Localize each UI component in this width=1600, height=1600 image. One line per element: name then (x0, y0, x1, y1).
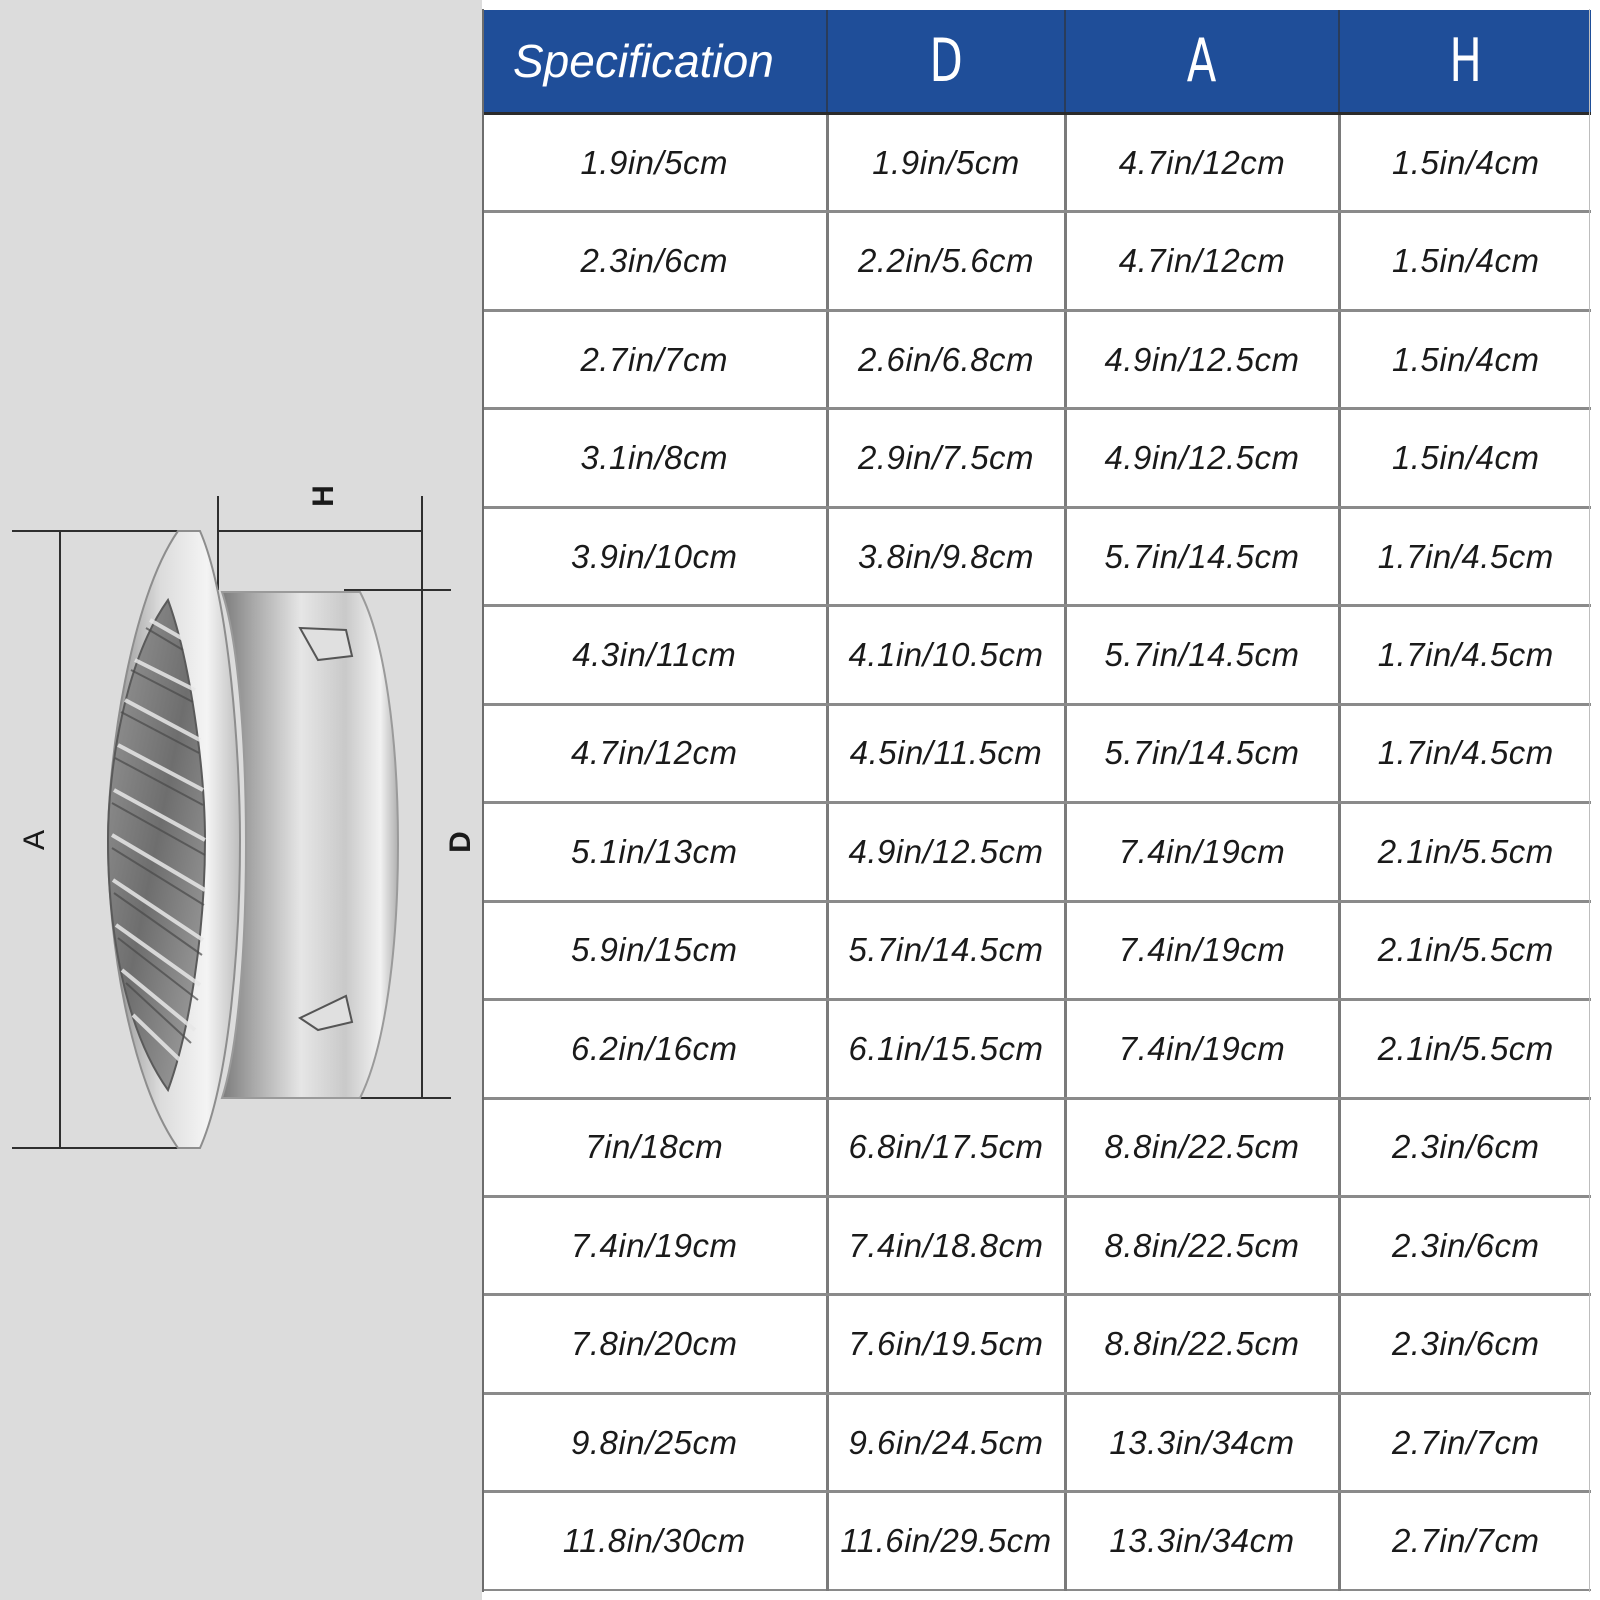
cell-d: 1.9in/5cm (827, 113, 1067, 214)
cell-h: 2.3in/6cm (1339, 1098, 1591, 1198)
cell-a: 4.7in/12cm (1065, 211, 1341, 312)
cell-specification: 5.9in/15cm (483, 901, 829, 1002)
cell-a: 4.7in/12cm (1065, 113, 1341, 214)
cell-specification: 2.3in/6cm (483, 211, 829, 312)
cell-h: 2.1in/5.5cm (1339, 802, 1591, 903)
label-h: H (307, 485, 340, 507)
cell-a: 7.4in/19cm (1065, 999, 1341, 1100)
cell-h: 2.3in/6cm (1339, 1196, 1591, 1297)
cell-d: 4.9in/12.5cm (827, 802, 1067, 903)
cell-h: 1.5in/4cm (1339, 113, 1591, 214)
cell-specification: 6.2in/16cm (483, 999, 829, 1100)
cell-d: 4.5in/11.5cm (827, 704, 1067, 805)
cell-d: 5.7in/14.5cm (827, 901, 1067, 1002)
cell-h: 2.7in/7cm (1339, 1491, 1591, 1592)
cell-d: 6.8in/17.5cm (827, 1098, 1067, 1198)
cell-h: 2.3in/6cm (1339, 1294, 1591, 1395)
cell-a: 8.8in/22.5cm (1065, 1294, 1341, 1395)
cell-a: 4.9in/12.5cm (1065, 310, 1341, 411)
dimension-d-line (344, 589, 451, 1099)
product-diagram-panel: A H D (0, 0, 482, 1600)
cell-h: 1.5in/4cm (1339, 408, 1591, 509)
clip-tab-bottom (297, 994, 354, 1032)
cell-specification: 1.9in/5cm (483, 113, 829, 214)
cell-h: 1.5in/4cm (1339, 310, 1591, 411)
cell-h: 1.7in/4.5cm (1339, 605, 1591, 706)
cell-a: 13.3in/34cm (1065, 1393, 1341, 1494)
cell-d: 2.6in/6.8cm (827, 310, 1067, 411)
cell-d: 4.1in/10.5cm (827, 605, 1067, 706)
vent-cover-diagram: A H D (12, 485, 477, 1149)
cell-a: 5.7in/14.5cm (1065, 507, 1341, 608)
cell-a: 5.7in/14.5cm (1065, 704, 1341, 805)
cell-specification: 2.7in/7cm (483, 310, 829, 411)
header-h: H (1339, 10, 1591, 115)
cell-d: 2.9in/7.5cm (827, 408, 1067, 509)
cell-specification: 7in/18cm (483, 1098, 829, 1198)
cell-a: 8.8in/22.5cm (1065, 1098, 1341, 1198)
header-h-label: H (1449, 26, 1482, 96)
cell-a: 5.7in/14.5cm (1065, 605, 1341, 706)
cell-specification: 3.9in/10cm (483, 507, 829, 608)
cell-specification: 11.8in/30cm (483, 1491, 829, 1592)
cell-d: 3.8in/9.8cm (827, 507, 1067, 608)
cell-specification: 5.1in/13cm (483, 802, 829, 903)
label-d: D (444, 831, 477, 853)
cell-specification: 4.3in/11cm (483, 605, 829, 706)
vent-mesh (106, 597, 207, 1093)
cell-h: 2.1in/5.5cm (1339, 901, 1591, 1002)
dimension-h-line (217, 496, 423, 590)
label-a: A (18, 830, 51, 850)
cell-h: 1.7in/4.5cm (1339, 704, 1591, 805)
cell-specification: 9.8in/25cm (483, 1393, 829, 1494)
cell-specification: 7.8in/20cm (483, 1294, 829, 1395)
cell-d: 2.2in/5.6cm (827, 211, 1067, 312)
cell-h: 1.5in/4cm (1339, 211, 1591, 312)
header-specification: Specification (483, 10, 828, 115)
cell-d: 6.1in/15.5cm (827, 999, 1067, 1100)
cell-specification: 3.1in/8cm (483, 408, 829, 509)
cell-a: 4.9in/12.5cm (1065, 408, 1341, 509)
vent-body (220, 591, 400, 1099)
cell-a: 13.3in/34cm (1065, 1491, 1341, 1592)
cell-h: 1.7in/4.5cm (1339, 507, 1591, 608)
header-d-label: D (929, 26, 963, 96)
header-row: Specification D A H (483, 10, 1591, 115)
cell-specification: 4.7in/12cm (483, 704, 829, 805)
cell-d: 9.6in/24.5cm (827, 1393, 1067, 1494)
cell-d: 11.6in/29.5cm (827, 1491, 1067, 1592)
clip-tab-top (298, 626, 354, 662)
cell-a: 7.4in/19cm (1065, 802, 1341, 903)
cell-specification: 7.4in/19cm (483, 1196, 829, 1297)
cell-d: 7.6in/19.5cm (827, 1294, 1067, 1395)
dimension-a-line (12, 530, 178, 1149)
cell-a: 7.4in/19cm (1065, 901, 1341, 1002)
cell-h: 2.7in/7cm (1339, 1393, 1591, 1494)
cell-h: 2.1in/5.5cm (1339, 999, 1591, 1100)
header-a-label: A (1187, 26, 1217, 96)
cell-d: 7.4in/18.8cm (827, 1196, 1067, 1297)
cell-a: 8.8in/22.5cm (1065, 1196, 1341, 1297)
header-a: A (1065, 10, 1340, 115)
header-d: D (827, 10, 1066, 115)
